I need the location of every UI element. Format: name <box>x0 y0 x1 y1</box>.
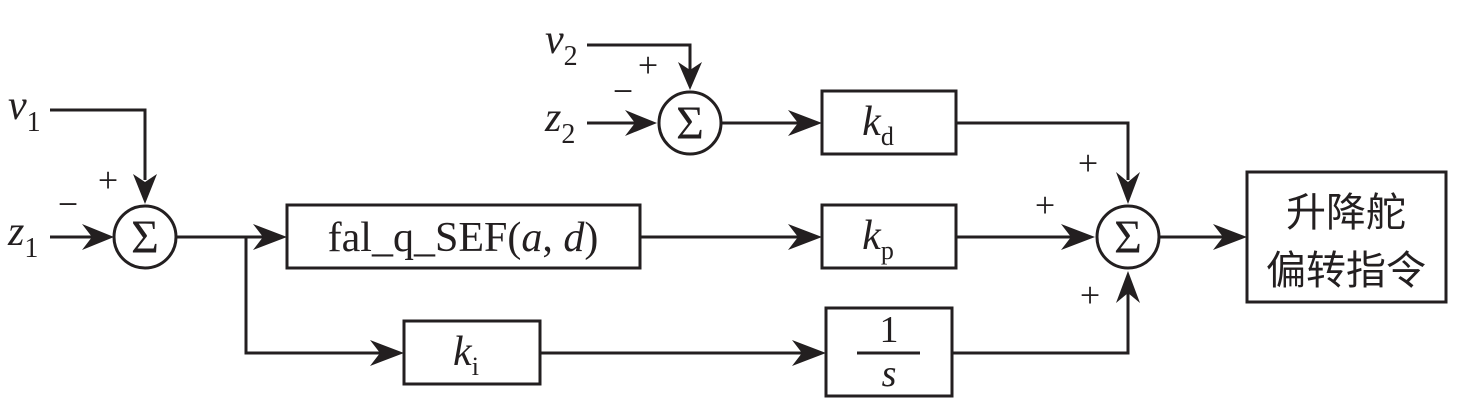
wire-kd-sum3 <box>956 121 1130 180</box>
wire-branch-ki <box>244 237 388 355</box>
arrowhead-kp <box>788 224 822 250</box>
arrowhead-z1 <box>82 224 114 250</box>
arrowhead-v1 <box>133 174 157 204</box>
kd-block: kd <box>820 89 958 156</box>
sigma-symbol: Σ <box>131 211 159 264</box>
arrowhead-output <box>1213 224 1247 250</box>
input-v2: v2 <box>545 17 578 72</box>
ki-block: ki <box>402 319 542 386</box>
kd-label: kd <box>862 99 894 151</box>
sign-plus: + <box>98 160 118 200</box>
integrator-denominator: s <box>882 353 897 395</box>
kp-block: kp <box>820 203 958 270</box>
input-v1: v1 <box>8 83 41 138</box>
arrowhead-ki <box>370 340 404 366</box>
sign-plus: + <box>1035 185 1055 225</box>
arrowhead-sum3-top <box>1116 172 1140 204</box>
sign-minus: − <box>58 184 78 224</box>
fal-block: fal_q_SEF(a, d) <box>285 203 642 270</box>
summer-3: Σ <box>1095 204 1161 270</box>
integrator-numerator: 1 <box>880 309 899 351</box>
sign-plus: + <box>1078 143 1098 183</box>
sigma-symbol: Σ <box>676 97 704 150</box>
summer-2: Σ <box>657 90 723 156</box>
input-z1: z1 <box>7 209 38 264</box>
arrowhead-v2 <box>678 62 702 90</box>
summer-1: Σ <box>112 204 178 270</box>
fal-label: fal_q_SEF(a, d) <box>328 215 599 261</box>
integrator-block: 1 s <box>824 306 954 398</box>
ki-label: ki <box>453 329 479 381</box>
sign-plus: + <box>1080 275 1100 315</box>
arrowhead-sum3-left <box>1061 224 1095 250</box>
wire-v2-sum2 <box>587 43 692 73</box>
output-label-line1: 升降舵 <box>1286 190 1406 236</box>
wire-integrator-sum3 <box>952 290 1130 355</box>
sign-minus: − <box>613 71 633 111</box>
arrowhead-z2 <box>625 110 657 136</box>
arrowhead-sum3-bottom <box>1116 271 1140 303</box>
wire-v1-sum1 <box>50 108 147 180</box>
sigma-symbol: Σ <box>1114 211 1142 264</box>
input-z2: z2 <box>544 95 575 150</box>
kp-label: kp <box>862 213 894 265</box>
arrowhead-kd <box>788 110 822 136</box>
sign-plus: + <box>638 45 658 85</box>
output-label-line2: 偏转指令 <box>1266 248 1426 294</box>
arrowhead-fal <box>253 224 287 250</box>
output-block: 升降舵 偏转指令 <box>1245 170 1448 304</box>
arrowhead-integrator <box>792 340 826 366</box>
